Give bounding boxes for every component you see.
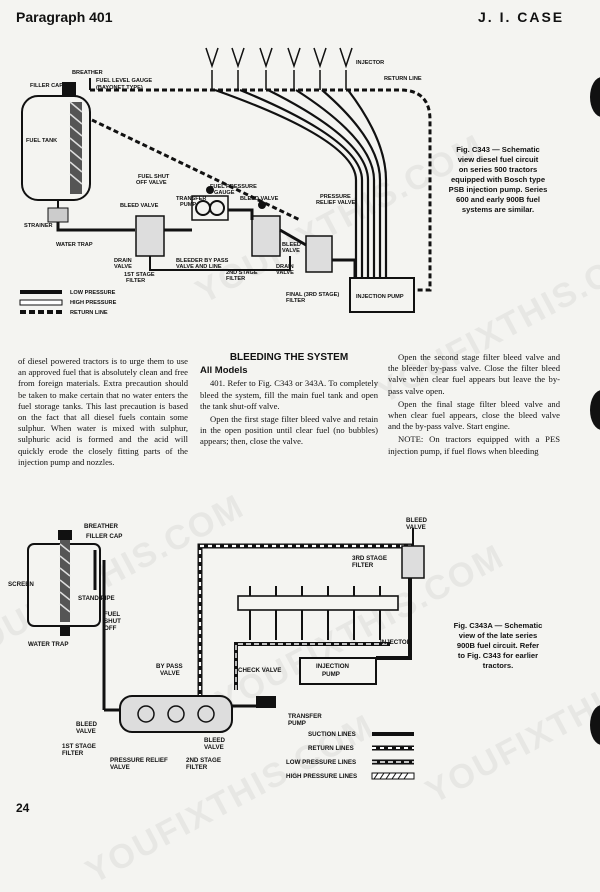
- label-transfer-pump: TRANSFER: [288, 713, 322, 720]
- label-final-filter: FINAL (3RD STAGE): [286, 292, 339, 298]
- paragraph: Open the final stage filter bleed valve …: [388, 398, 560, 432]
- label-transfer-pump: TRANSFER: [176, 196, 206, 202]
- label-second-stage2: FILTER: [186, 764, 208, 771]
- paragraph: 401. Refer to Fig. C343 or 343A. To comp…: [200, 378, 378, 411]
- label-filler-cap: FILLER CAP: [30, 83, 63, 89]
- label-third-stage: 3RD STAGE: [352, 555, 387, 562]
- binder-hole: [590, 705, 600, 745]
- label-bleed-valve-top: BLEED: [406, 517, 428, 524]
- label-bleed-valve: BLEED VALVE: [120, 203, 159, 209]
- label-stand-pipe: STAND PIPE: [78, 595, 115, 602]
- label-screen: SCREEN: [8, 581, 34, 588]
- label-drain-valve3b: VALVE: [276, 270, 294, 276]
- label-bleeder-bypass: BLEEDER BY PASS: [176, 258, 229, 264]
- label-drain-valve2: VALVE: [114, 264, 132, 270]
- label-bayonet: (BAYONET TYPE): [96, 85, 143, 91]
- label-water-trap: WATER TRAP: [56, 242, 93, 248]
- legend-high-pressure: HIGH PRESSURE LINES: [286, 773, 357, 780]
- legend-suction: SUCTION LINES: [308, 731, 356, 738]
- legend-return-line: RETURN LINE: [70, 310, 108, 316]
- label-injection-pump2: PUMP: [322, 671, 340, 678]
- label-transfer-pump2: PUMP: [288, 720, 306, 727]
- label-bleed-valve2: BLEED VALVE: [240, 196, 279, 202]
- label-second-stage: 2ND STAGE: [226, 270, 258, 276]
- label-fuel-shutoff: FUEL SHUT: [138, 174, 170, 180]
- binder-hole: [590, 390, 600, 430]
- label-fuel-shutoff2: OFF VALVE: [136, 180, 167, 186]
- label-first-stage: 1ST STAGE: [62, 743, 96, 750]
- label-final-filter2: FILTER: [286, 298, 305, 304]
- label-fuel-shutoff3: OFF: [104, 625, 117, 632]
- label-first-stage2: FILTER: [62, 750, 84, 757]
- subsection-title: All Models: [200, 365, 248, 377]
- figure-c343: BREATHER FILLER CAP FUEL LEVEL GAUGE (BA…: [19, 47, 432, 316]
- label-fuel-shutoff2: SHUT: [104, 618, 121, 625]
- label-bleed-valve-right: BLEED: [204, 737, 226, 744]
- binder-hole: [590, 77, 600, 117]
- label-breather: BREATHER: [72, 70, 103, 76]
- label-pressure-relief2: RELIEF VALVE: [316, 200, 356, 206]
- header-paragraph: Paragraph 401: [16, 9, 113, 25]
- label-injection-pump: INJECTION PUMP: [356, 294, 404, 300]
- label-pressure-relief: PRESSURE RELIEF: [110, 757, 168, 764]
- legend-return: RETURN LINES: [308, 745, 354, 752]
- label-bleed-valve-right2: VALVE: [204, 744, 224, 751]
- label-second-stage: 2ND STAGE: [186, 757, 221, 764]
- paragraph: of diesel powered tractors is to urge th…: [18, 356, 188, 467]
- label-fuel-level-gauge: FUEL LEVEL GAUGE: [96, 78, 152, 84]
- label-return-line: RETURN LINE: [384, 76, 422, 82]
- paragraph: NOTE: On tractors equipped with a PES in…: [388, 434, 560, 456]
- text-column-1: of diesel powered tractors is to urge th…: [18, 356, 188, 470]
- text-column-2: BLEEDING THE SYSTEM All Models 401. Refe…: [200, 352, 378, 450]
- fig2-caption: Fig. C343A — Schematic view of the late …: [453, 621, 543, 670]
- label-fuel-pressure2: GAUGE: [214, 190, 235, 196]
- legend-high-pressure: HIGH PRESSURE: [70, 300, 117, 306]
- label-transfer-pump2: PUMP: [180, 202, 196, 208]
- header-brand: J. I. CASE: [478, 9, 565, 25]
- label-breather: BREATHER: [84, 523, 118, 530]
- label-first-stage2: FILTER: [126, 278, 145, 284]
- figure-c343a: BREATHER FILLER CAP SCREEN STAND PIPE FU…: [8, 517, 428, 780]
- label-water-trap: WATER TRAP: [28, 641, 68, 648]
- label-filler-cap: FILLER CAP: [86, 533, 122, 540]
- page-number: 24: [16, 801, 30, 815]
- label-bleed-valve-top2: VALVE: [406, 524, 426, 531]
- legend-low-pressure: LOW PRESSURE: [70, 290, 116, 296]
- label-second-stage2: FILTER: [226, 276, 245, 282]
- fig1-caption: Fig. C343 — Schematic view diesel fuel c…: [448, 145, 548, 214]
- label-first-stage: 1ST STAGE: [124, 272, 155, 278]
- label-bleed-valve3: BLEED: [282, 242, 301, 248]
- label-drain-valve3: DRAIN: [276, 264, 294, 270]
- label-injection-pump: INJECTION: [316, 663, 350, 670]
- label-bleed-valve3b: VALVE: [282, 248, 300, 254]
- label-fuel-pressure: FUEL PRESSURE: [210, 184, 257, 190]
- label-bypass-valve2: VALVE: [160, 670, 180, 677]
- label-injector: INJECTOR: [356, 60, 384, 66]
- label-pressure-relief2: VALVE: [110, 764, 130, 771]
- label-drain-valve: DRAIN: [114, 258, 132, 264]
- legend-low-pressure: LOW PRESSURE LINES: [286, 759, 356, 766]
- label-third-stage2: FILTER: [352, 562, 374, 569]
- label-pressure-relief: PRESSURE: [320, 194, 351, 200]
- label-strainer: STRAINER: [24, 223, 53, 229]
- label-bleed-valve-left: BLEED: [76, 721, 98, 728]
- label-fuel-tank: FUEL TANK: [26, 138, 57, 144]
- text-column-3: Open the second stage filter bleed valve…: [388, 352, 560, 459]
- section-title: BLEEDING THE SYSTEM: [229, 352, 349, 363]
- label-fuel-shutoff: FUEL: [104, 611, 120, 618]
- label-bypass-valve: BY PASS: [156, 663, 183, 670]
- label-bleed-valve-left2: VALVE: [76, 728, 96, 735]
- label-injector: INJECTOR: [380, 639, 412, 646]
- paragraph: Open the second stage filter bleed valve…: [388, 352, 560, 396]
- paragraph: Open the first stage filter bleed valve …: [200, 414, 378, 447]
- label-check-valve: CHECK VALVE: [238, 667, 281, 674]
- label-bleeder-bypass2: VALVE AND LINE: [176, 264, 222, 270]
